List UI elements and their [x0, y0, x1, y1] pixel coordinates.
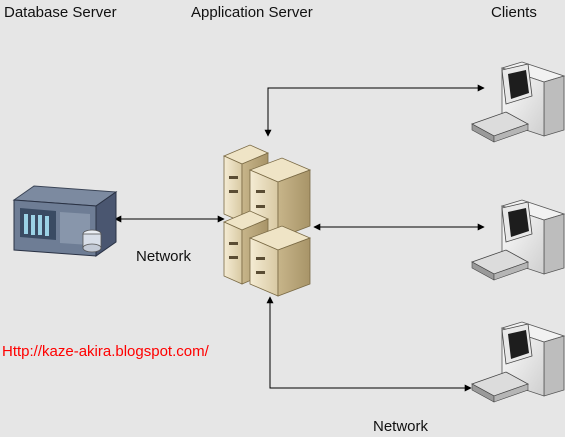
desktop-computer-icon — [471, 199, 565, 281]
application-server-label: Application Server — [191, 4, 313, 21]
blog-url-watermark: Http://kaze-akira.blogspot.com/ — [2, 343, 209, 360]
desktop-computer-icon — [471, 321, 565, 403]
desktop-computer-icon — [471, 61, 565, 143]
database-server-label: Database Server — [4, 4, 117, 21]
clients-label: Clients — [491, 4, 537, 21]
network-label-left: Network — [136, 248, 192, 265]
database-server-icon — [12, 185, 118, 257]
network-label-bottom: Network — [373, 418, 429, 435]
connector-app-client-3 — [266, 296, 472, 392]
connector-app-client-1 — [264, 84, 485, 137]
app-server-unit — [248, 225, 312, 297]
application-server-stack-icon — [222, 144, 312, 297]
